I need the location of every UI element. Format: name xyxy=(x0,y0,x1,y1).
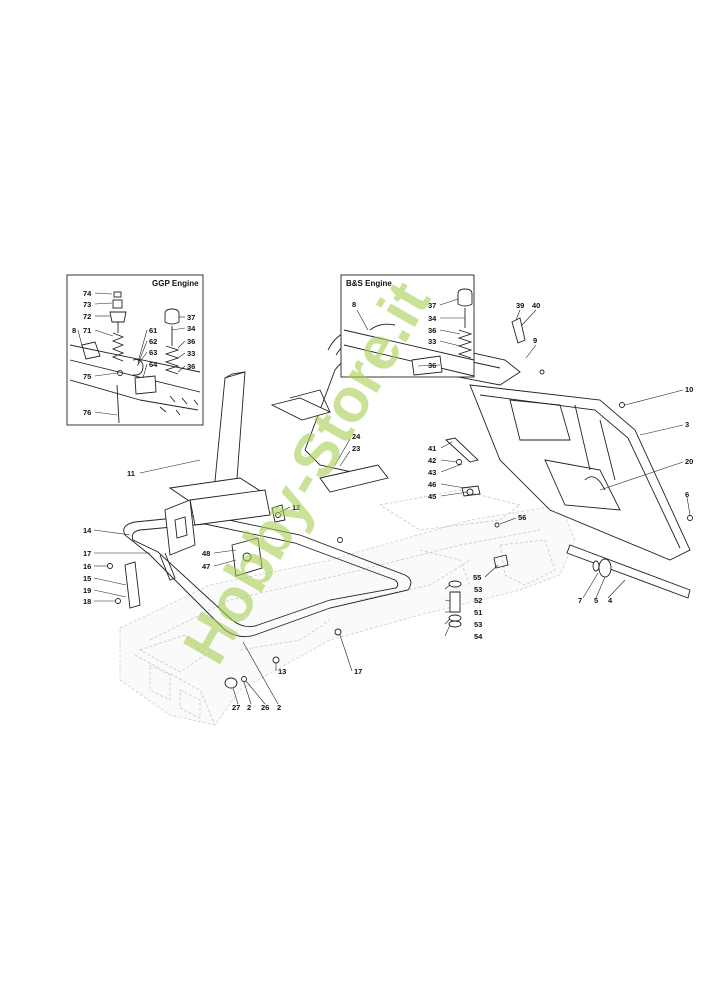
label-b36: 36 xyxy=(428,326,436,335)
label-b36b: 36 xyxy=(428,361,436,370)
label-42: 42 xyxy=(428,456,436,465)
label-2b: 2 xyxy=(277,703,281,712)
label-g34: 34 xyxy=(187,324,196,333)
rear-rod xyxy=(566,544,691,599)
label-20: 20 xyxy=(685,457,693,466)
label-5: 5 xyxy=(594,596,598,605)
bs-engine-inset: B&S Engine xyxy=(340,274,475,378)
label-g72: 72 xyxy=(83,312,91,321)
ggp-engine-inset: GGP Engine xyxy=(66,274,204,426)
label-19: 19 xyxy=(83,586,91,595)
label-b33: 33 xyxy=(428,337,436,346)
label-10: 10 xyxy=(685,385,693,394)
label-40: 40 xyxy=(532,301,540,310)
label-g33: 33 xyxy=(187,349,195,358)
label-g74: 74 xyxy=(83,289,92,298)
label-45: 45 xyxy=(428,492,436,501)
label-11: 11 xyxy=(127,469,135,478)
label-24: 24 xyxy=(352,432,361,441)
label-54: 54 xyxy=(474,632,483,641)
label-17b: 17 xyxy=(354,667,362,676)
label-15: 15 xyxy=(83,574,91,583)
rear-frame xyxy=(469,384,691,561)
label-41: 41 xyxy=(428,444,436,453)
label-55: 55 xyxy=(473,573,481,582)
label-4: 4 xyxy=(608,596,613,605)
label-16: 16 xyxy=(83,562,91,571)
label-53a: 53 xyxy=(474,585,482,594)
label-g37: 37 xyxy=(187,313,195,322)
label-27: 27 xyxy=(232,703,240,712)
label-9: 9 xyxy=(533,336,537,345)
bs-inset-title: B&S Engine xyxy=(346,279,392,288)
label-51: 51 xyxy=(474,608,482,617)
label-17a: 17 xyxy=(83,549,91,558)
label-48: 48 xyxy=(202,549,210,558)
center-bracket xyxy=(319,437,481,497)
label-b8: 8 xyxy=(352,300,356,309)
label-52: 52 xyxy=(474,596,482,605)
label-14: 14 xyxy=(83,526,92,535)
label-3: 3 xyxy=(685,420,689,429)
steering-column xyxy=(164,371,271,556)
label-12: 12 xyxy=(292,503,300,512)
label-g63: 63 xyxy=(149,348,157,357)
part-labels: 74 73 72 8 71 75 76 61 62 63 64 37 34 36… xyxy=(72,289,693,712)
label-7: 7 xyxy=(578,596,582,605)
label-2a: 2 xyxy=(247,703,251,712)
ggp-inset-title: GGP Engine xyxy=(152,279,199,288)
small-hardware xyxy=(107,317,693,689)
spring-stack xyxy=(448,554,509,628)
label-13: 13 xyxy=(278,667,286,676)
label-53b: 53 xyxy=(474,620,482,629)
label-g8: 8 xyxy=(72,326,76,335)
label-g62: 62 xyxy=(149,337,157,346)
label-18: 18 xyxy=(83,597,91,606)
label-g61: 61 xyxy=(149,326,157,335)
label-46: 46 xyxy=(428,480,436,489)
label-43: 43 xyxy=(428,468,436,477)
chassis-outline xyxy=(119,489,576,726)
label-g71: 71 xyxy=(83,326,91,335)
steering-bracket xyxy=(231,537,263,577)
frame-tube xyxy=(123,514,412,638)
label-39: 39 xyxy=(516,301,524,310)
label-b37: 37 xyxy=(428,301,436,310)
label-47: 47 xyxy=(202,562,210,571)
leader-lines xyxy=(77,292,691,705)
label-b34: 34 xyxy=(428,314,437,323)
label-g36a: 36 xyxy=(187,337,195,346)
label-56: 56 xyxy=(518,513,526,522)
label-26: 26 xyxy=(261,703,269,712)
label-g75: 75 xyxy=(83,372,91,381)
label-g64: 64 xyxy=(149,360,158,369)
label-6: 6 xyxy=(685,490,689,499)
label-23: 23 xyxy=(352,444,360,453)
label-g76: 76 xyxy=(83,408,91,417)
label-g73: 73 xyxy=(83,300,91,309)
label-g36b: 36 xyxy=(187,362,195,371)
